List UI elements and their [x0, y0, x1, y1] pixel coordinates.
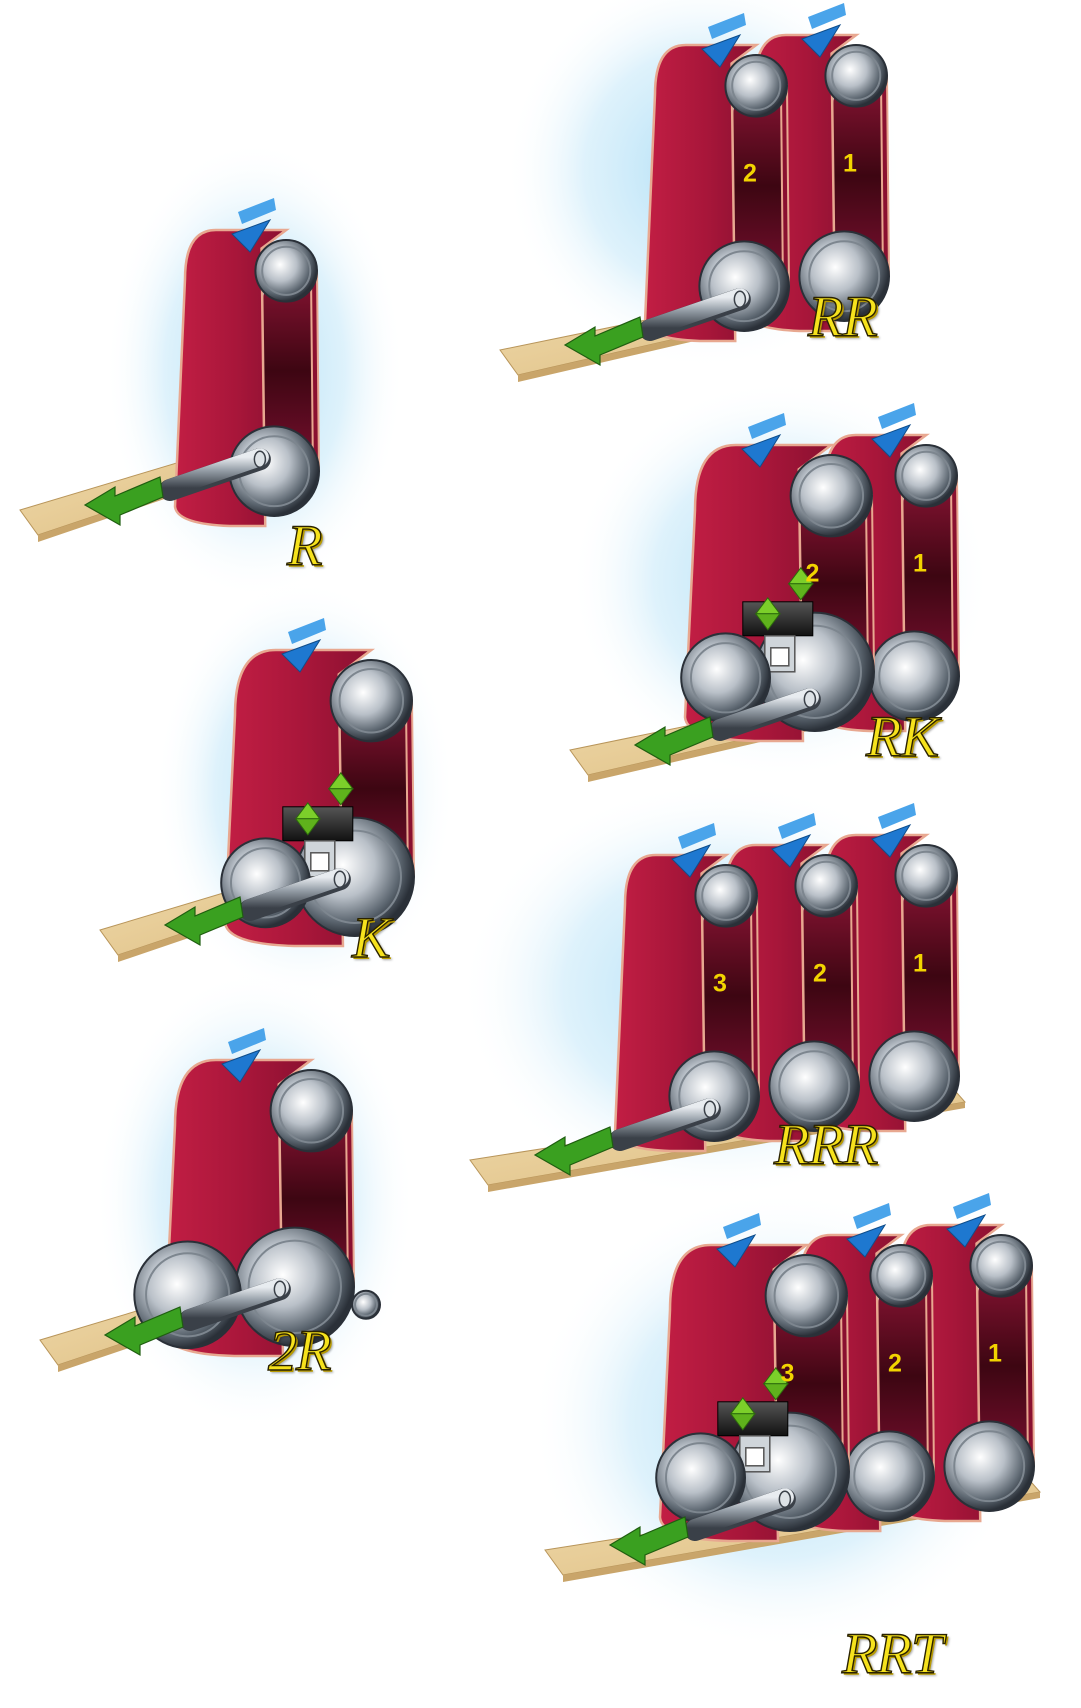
top-drum	[695, 865, 757, 927]
label-RR: RR	[808, 283, 877, 350]
roller-end	[804, 691, 815, 707]
roller-end	[334, 871, 345, 887]
belt-side	[881, 76, 889, 280]
roller-end	[779, 1491, 790, 1507]
unit-number: 2	[813, 959, 827, 987]
unit-number: 2	[743, 159, 757, 187]
roller-end	[274, 1281, 285, 1297]
belt-side	[781, 86, 789, 290]
roller-end	[254, 451, 265, 467]
contact-drum	[869, 1031, 959, 1121]
top-drum	[725, 55, 787, 117]
small-roller	[352, 1291, 380, 1319]
top-drum	[870, 1245, 932, 1307]
top-drum	[895, 845, 957, 907]
machine-R	[20, 140, 405, 600]
contact-drum	[844, 1431, 934, 1521]
top-drum	[795, 855, 857, 917]
belt-side	[311, 271, 319, 475]
top-drum	[271, 1070, 352, 1151]
label-2R: 2R	[268, 1317, 330, 1384]
machine-RRR: 1 2 3	[460, 780, 980, 1200]
top-drum	[970, 1235, 1032, 1297]
belt-side	[951, 476, 959, 680]
unit-number: 2	[888, 1349, 902, 1377]
top-drum	[825, 45, 887, 107]
label-RRT: RRT	[842, 1620, 942, 1687]
top-drum	[331, 660, 412, 741]
top-drum	[895, 445, 957, 507]
pad-holder-window	[771, 648, 789, 666]
pad-holder-window	[746, 1448, 764, 1466]
top-drum	[791, 455, 872, 536]
top-drum	[766, 1255, 847, 1336]
machine-RRT: 1 2 3	[530, 1190, 1040, 1650]
label-K: K	[352, 904, 390, 971]
unit-number: 1	[988, 1339, 1002, 1367]
belt-side	[1026, 1266, 1034, 1470]
unit-number: 1	[913, 549, 927, 577]
label-RK: RK	[866, 703, 938, 770]
roller-end	[704, 1101, 715, 1117]
label-RRR: RRR	[774, 1111, 877, 1178]
unit-number: 1	[913, 949, 927, 977]
sanding-pad	[718, 1402, 788, 1436]
roller-end	[734, 291, 745, 307]
belt-side	[751, 896, 759, 1100]
pad-holder-window	[311, 853, 329, 871]
belt-side	[926, 1276, 934, 1480]
sanding-pad	[283, 807, 353, 841]
sanding-pad	[743, 602, 813, 636]
machine-2R	[40, 970, 415, 1430]
contact-drum	[944, 1421, 1034, 1511]
unit-number: 1	[843, 149, 857, 177]
unit-number: 2	[806, 559, 820, 587]
unit-number: 3	[781, 1359, 795, 1387]
label-R: R	[287, 512, 321, 579]
belt-side	[851, 886, 859, 1090]
unit-number: 3	[713, 969, 727, 997]
top-drum	[255, 240, 317, 302]
belt-side	[951, 876, 959, 1080]
machine-K	[100, 580, 455, 1000]
